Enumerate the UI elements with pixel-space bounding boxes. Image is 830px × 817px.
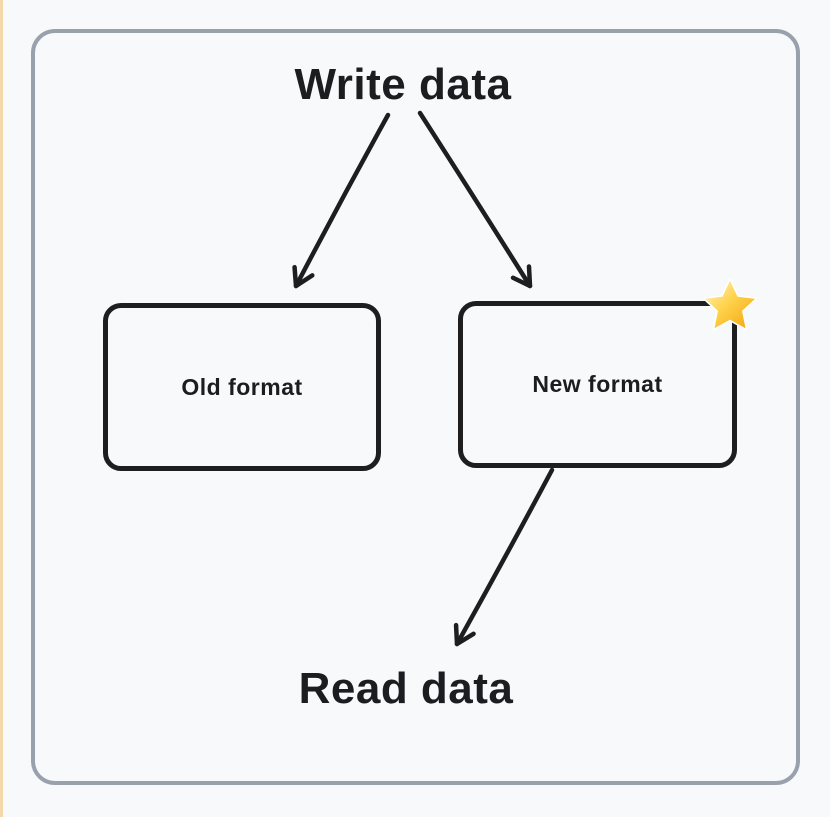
arrow-write-to-new — [417, 110, 533, 289]
node-new-format-label: New format — [532, 371, 663, 397]
star-icon — [703, 279, 757, 330]
left-edge-strip — [0, 0, 3, 817]
read-data-label: Read data — [298, 664, 514, 713]
node-old-format-label: Old format — [181, 373, 303, 400]
arrow-new-to-read — [453, 467, 555, 647]
arrow-write-to-old — [292, 112, 391, 289]
diagram-frame — [31, 29, 800, 785]
node-old-format: Old format — [103, 303, 381, 471]
node-new-format: New format — [458, 301, 737, 468]
write-data-label: Write data — [294, 60, 512, 109]
